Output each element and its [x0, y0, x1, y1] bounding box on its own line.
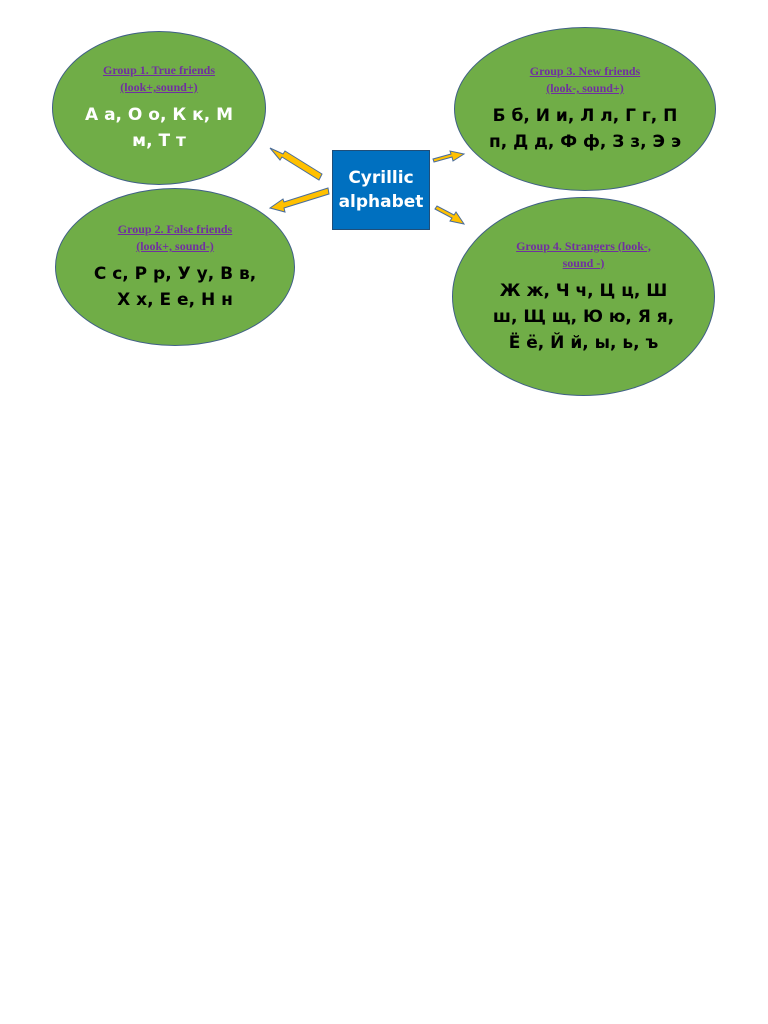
group-1-title-line-1: Group 1. True friends [102, 63, 215, 77]
group-2-title: Group 2. False friends (look+, sound-) [118, 221, 232, 255]
center-label-line-1: Cyrillic [348, 168, 414, 188]
group-1-title-line-2: (look+,sound+) [120, 80, 198, 94]
group-1-letters-line-1: А а, О о, К к, М [85, 105, 233, 125]
group-3-title-line-2: (look-, sound+) [546, 81, 624, 95]
center-box: Cyrillic alphabet [332, 150, 430, 230]
group-3-letters-line-1: Б б, И и, Л л, Г г, П [492, 106, 678, 126]
arrow-to-group-1 [269, 147, 323, 181]
arrow-to-group-4 [434, 205, 466, 225]
group-2-letters: С с, Р р, У у, В в, Х х, Е е, Н н [94, 261, 256, 313]
center-label-line-2: alphabet [338, 192, 424, 212]
group-3-ellipse: Group 3. New friends (look-, sound+) Б б… [454, 27, 716, 191]
group-4-letters-line-2: ш, Щ щ, Ю ю, Я я, [492, 306, 675, 327]
group-4-letters: Ж ж, Ч ч, Ц ц, Ш ш, Щ щ, Ю ю, Я я, Ё ё, … [493, 278, 674, 356]
group-4-letters-line-1: Ж ж, Ч ч, Ц ц, Ш [499, 280, 668, 301]
group-3-letters: Б б, И и, Л л, Г г, П п, Д д, Ф ф, З з, … [489, 103, 681, 155]
group-2-letters-line-1: С с, Р р, У у, В в, [93, 264, 257, 284]
group-3-title: Group 3. New friends (look-, sound+) [530, 63, 640, 97]
group-2-ellipse: Group 2. False friends (look+, sound-) С… [55, 188, 295, 346]
group-2-letters-line-2: Х х, Е е, Н н [117, 290, 233, 310]
group-2-title-line-1: Group 2. False friends [117, 222, 233, 236]
arrow-to-group-2 [268, 187, 330, 213]
group-1-ellipse: Group 1. True friends (look+,sound+) А а… [52, 31, 266, 185]
arrow-to-group-3 [432, 150, 466, 163]
group-1-title: Group 1. True friends (look+,sound+) [103, 62, 215, 96]
group-4-ellipse: Group 4. Strangers (look-, sound -) Ж ж,… [452, 197, 715, 396]
group-1-letters-line-2: м, Т т [132, 131, 186, 151]
group-4-letters-line-3: Ё ё, Й й, ы, ь, ъ [508, 332, 659, 353]
group-2-title-line-2: (look+, sound-) [136, 239, 214, 253]
group-4-title: Group 4. Strangers (look-, sound -) [516, 238, 651, 272]
group-4-title-line-2: sound -) [562, 255, 605, 270]
group-4-title-line-1: Group 4. Strangers (look-, [516, 238, 651, 253]
group-3-letters-line-2: п, Д д, Ф ф, З з, Э э [488, 132, 682, 152]
group-3-title-line-1: Group 3. New friends [529, 64, 641, 78]
group-1-letters: А а, О о, К к, М м, Т т [85, 102, 233, 154]
connector-arrows [268, 147, 466, 225]
